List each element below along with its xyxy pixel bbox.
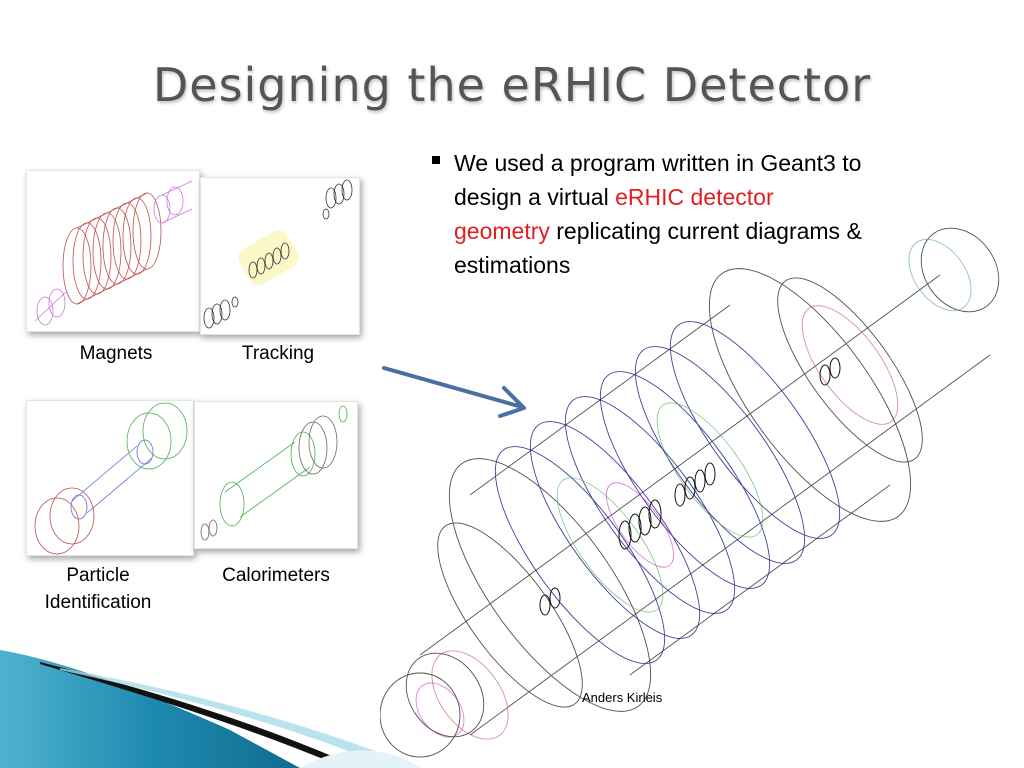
tracking-drawing xyxy=(203,179,353,329)
caption-calorimeters: Calorimeters xyxy=(222,565,330,586)
bullet-point: We used a program written in Geant3 to d… xyxy=(432,146,872,282)
bullet-text-part2: replicating current diagrams & estimatio… xyxy=(454,218,862,278)
bullet-text: We used a program written in Geant3 to d… xyxy=(454,146,872,282)
caption-pid-line2: Identification xyxy=(44,592,152,613)
caption-pid-line1: Particle xyxy=(66,565,130,586)
magnets-drawing xyxy=(34,180,193,326)
caption-tracking: Tracking xyxy=(241,343,315,364)
caption-particle-identification: Particle Identification xyxy=(28,562,168,616)
caption-magnets: Magnets xyxy=(79,343,153,364)
magnets-image xyxy=(26,170,200,332)
particle-identification-drawing xyxy=(34,402,188,555)
erhic-detector-drawing xyxy=(380,227,1000,758)
tracking-image xyxy=(200,177,360,335)
bullet-text-part1: We used a program written in Geant3 to d… xyxy=(454,150,862,210)
arrow-right-icon xyxy=(382,366,526,418)
slide-title: Designing the eRHIC Detector xyxy=(152,58,872,112)
bullet-marker xyxy=(432,156,440,164)
particle-identification-image xyxy=(26,400,194,556)
calorimeters-drawing xyxy=(200,405,348,541)
bullet-highlight-detector: eRHIC detector xyxy=(615,184,774,210)
calorimeters-image xyxy=(194,401,358,549)
image-credit: Anders Kirleis xyxy=(582,690,663,705)
bullet-highlight-geometry: geometry xyxy=(454,218,550,244)
